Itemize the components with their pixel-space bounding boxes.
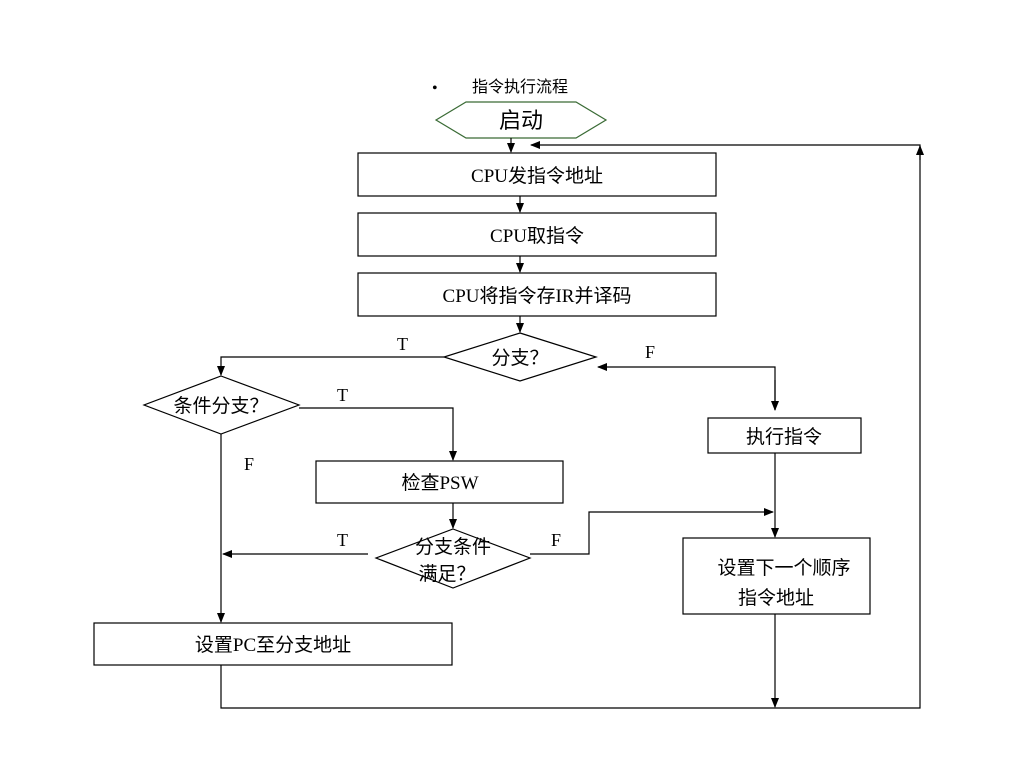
next-seq-box: [682, 537, 871, 615]
fetch-box: [357, 212, 717, 257]
set-pc-label: 设置PC至分支地址: [195, 634, 351, 656]
cond-met-label-line2: 满足？: [418, 563, 475, 585]
cond-met-label-line1: 分支条件: [415, 536, 491, 558]
next-seq-label-line2: 指令地址: [738, 587, 814, 609]
cond-branch-label: 条件分支？: [173, 395, 268, 417]
start-node-shape: [434, 101, 608, 139]
execute-box: [707, 417, 862, 454]
arrow-to-branch-right: [597, 363, 776, 410]
title-bullet: •: [432, 80, 438, 97]
arrow-branch-true: [217, 356, 444, 376]
set-pc-box: [93, 622, 453, 666]
cond-false-label: F: [244, 454, 254, 474]
cond-met-diamond: [374, 528, 532, 589]
fetch-label: CPU取指令: [490, 225, 584, 247]
send-address-box: [357, 152, 717, 197]
check-psw-label: 检查PSW: [401, 472, 478, 494]
decode-label: CPU将指令存IR并译码: [443, 285, 632, 307]
diagram-title: 指令执行流程: [472, 78, 568, 96]
met-true-label: T: [337, 530, 348, 550]
branch-false-label: F: [645, 342, 655, 362]
branch-diamond: [442, 332, 598, 382]
branch-label: 分支？: [491, 347, 548, 369]
execute-label: 执行指令: [746, 426, 822, 448]
arrow-met-false: [530, 508, 774, 555]
check-psw-box: [315, 460, 564, 504]
line-set-pc-to-loop: [220, 665, 775, 709]
start-node-label: 启动: [499, 108, 543, 133]
arrow-cond-true: [299, 407, 457, 461]
loop-return-line: [530, 141, 921, 709]
decode-box: [357, 272, 717, 317]
send-address-label: CPU发指令地址: [471, 165, 603, 187]
met-false-label: F: [551, 530, 561, 550]
cond-true-label: T: [337, 385, 348, 405]
next-seq-label-line1: 设置下一个顺序: [717, 557, 850, 579]
branch-true-label: T: [397, 334, 408, 354]
